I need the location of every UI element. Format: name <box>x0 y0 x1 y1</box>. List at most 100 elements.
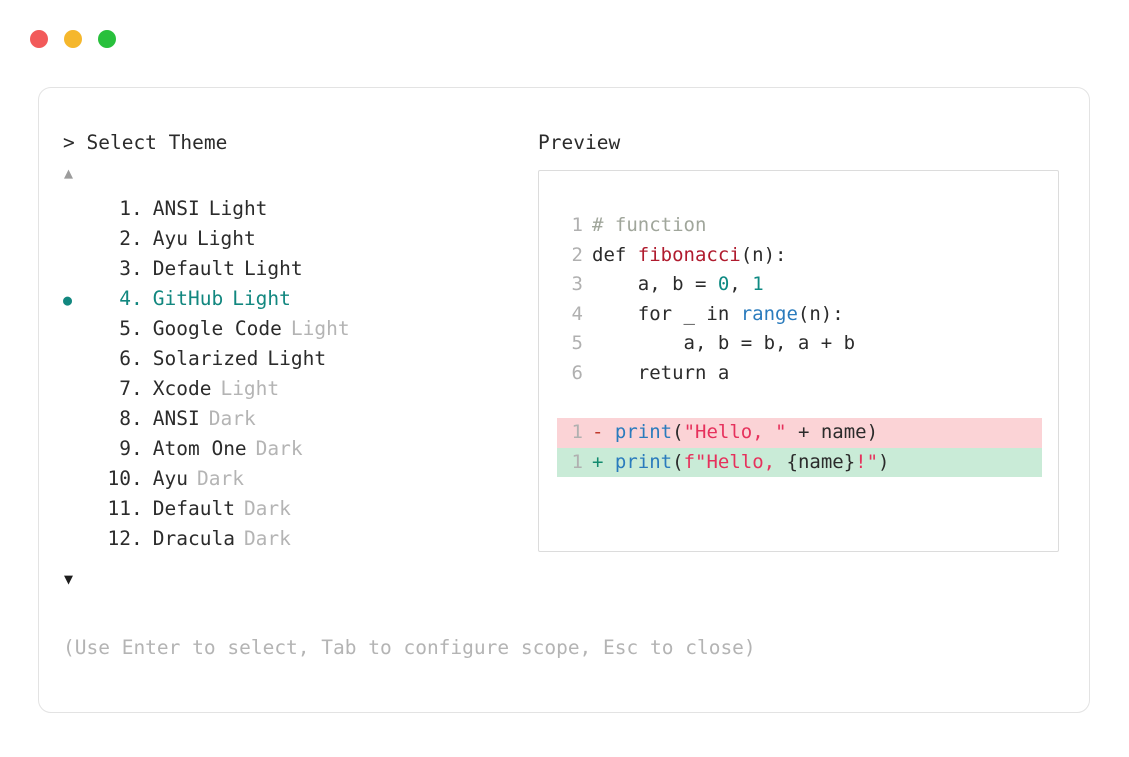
code-token: a, b = <box>592 273 718 295</box>
theme-item-number-dot: . <box>131 287 143 310</box>
code-token: + name) <box>786 421 879 443</box>
theme-item-variant: Light <box>208 197 268 220</box>
bullet-placeholder-icon <box>63 315 89 345</box>
code-token: ) <box>878 450 890 473</box>
theme-item-variant: Light <box>220 377 280 400</box>
theme-item-name: GitHub <box>152 287 224 310</box>
theme-item-name: Solarized <box>152 347 259 370</box>
theme-item-name: Xcode <box>152 377 212 400</box>
code-line-number: 4 <box>571 302 583 325</box>
theme-item-name: ANSI <box>152 197 200 220</box>
code-token: (n): <box>740 243 787 266</box>
theme-item-number: 6 <box>119 347 131 370</box>
theme-item-name: Dracula <box>152 527 235 550</box>
theme-item-number-dot: . <box>131 437 143 460</box>
theme-item-number: 7 <box>119 377 131 400</box>
theme-item-number-dot: . <box>131 317 143 340</box>
code-token: "Hello, " <box>683 421 787 443</box>
bullet-placeholder-icon <box>63 495 89 525</box>
code-token: {name} <box>786 450 856 473</box>
window-titlebar <box>30 30 116 48</box>
bullet-placeholder-icon <box>63 525 89 555</box>
theme-item-variant: Light <box>243 257 303 280</box>
theme-item-name: Ayu <box>152 227 188 250</box>
code-line-number: 3 <box>571 273 583 295</box>
theme-item-number-dot: . <box>131 197 143 220</box>
code-token: return a <box>592 361 730 384</box>
theme-item-number: 5 <box>119 317 131 340</box>
code-line-number: 1 <box>571 214 583 236</box>
code-token: ( <box>672 421 684 443</box>
theme-item-number-dot: . <box>131 407 143 430</box>
code-line: 6 return a <box>557 359 1058 389</box>
theme-item-number-dot: . <box>131 467 143 490</box>
theme-item-variant: Dark <box>208 407 256 430</box>
bullet-placeholder-icon <box>63 255 89 285</box>
code-spacer <box>557 388 1058 418</box>
code-line-number: 6 <box>571 361 583 384</box>
diff-line-added: 1+ print(f"Hello, {name}!") <box>557 447 1042 477</box>
code-line: 5 a, b = b, a + b <box>557 329 1058 359</box>
code-token: ( <box>672 450 684 473</box>
code-token: for _ in <box>592 302 741 325</box>
code-token: print <box>614 450 673 473</box>
code-token: f"Hello, <box>683 450 787 473</box>
scroll-down-arrow-icon[interactable]: ▼ <box>64 570 74 588</box>
theme-item-number-dot: . <box>131 227 143 250</box>
theme-item-xcode-light[interactable]: 7. Xcode Light <box>63 374 533 404</box>
theme-item-name: Ayu <box>152 467 188 490</box>
select-theme-prompt: > Select Theme <box>63 131 228 154</box>
bullet-placeholder-icon <box>63 465 89 495</box>
code-token: a, b = b, a + b <box>592 332 856 354</box>
theme-item-variant: Dark <box>243 497 291 520</box>
code-token: (n): <box>797 302 844 325</box>
theme-item-name: Default <box>152 497 235 520</box>
selected-bullet-icon: ● <box>63 291 73 309</box>
bullet-placeholder-icon <box>63 195 89 225</box>
theme-item-number: 10 <box>107 467 131 490</box>
theme-item-ayu-light[interactable]: 2. Ayu Light <box>63 224 533 254</box>
theme-item-variant: Light <box>196 227 256 250</box>
maximize-button[interactable] <box>98 30 116 48</box>
theme-item-number-dot: . <box>131 527 143 550</box>
theme-item-number-dot: . <box>131 497 143 520</box>
code-token: # function <box>592 214 707 236</box>
theme-item-number: 2 <box>119 227 131 250</box>
theme-item-variant: Dark <box>196 467 244 490</box>
theme-item-variant: Light <box>232 287 291 310</box>
code-line-number: 2 <box>571 243 583 266</box>
code-token: print <box>614 421 673 443</box>
minimize-button[interactable] <box>64 30 82 48</box>
scroll-up-arrow-icon[interactable]: ▲ <box>64 164 74 182</box>
theme-item-number-dot: . <box>131 377 143 400</box>
code-line: 4 for _ in range(n): <box>557 300 1058 330</box>
code-line: 3 a, b = 0, 1 <box>557 270 1058 300</box>
code-token: 0 <box>717 273 730 295</box>
diff-block: 1- print("Hello, " + name)1+ print(f"Hel… <box>557 418 1058 477</box>
keyboard-hint: (Use Enter to select, Tab to configure s… <box>63 636 756 659</box>
close-button[interactable] <box>30 30 48 48</box>
diff-line-removed: 1- print("Hello, " + name) <box>557 418 1042 448</box>
theme-item-ayu-dark[interactable]: 10. Ayu Dark <box>63 464 533 494</box>
theme-item-name: Default <box>152 257 235 280</box>
code-token <box>603 418 614 448</box>
bullet-placeholder-icon <box>63 345 89 375</box>
code-token: fibonacci <box>637 243 741 266</box>
diff-line-number: 1 <box>571 421 583 443</box>
